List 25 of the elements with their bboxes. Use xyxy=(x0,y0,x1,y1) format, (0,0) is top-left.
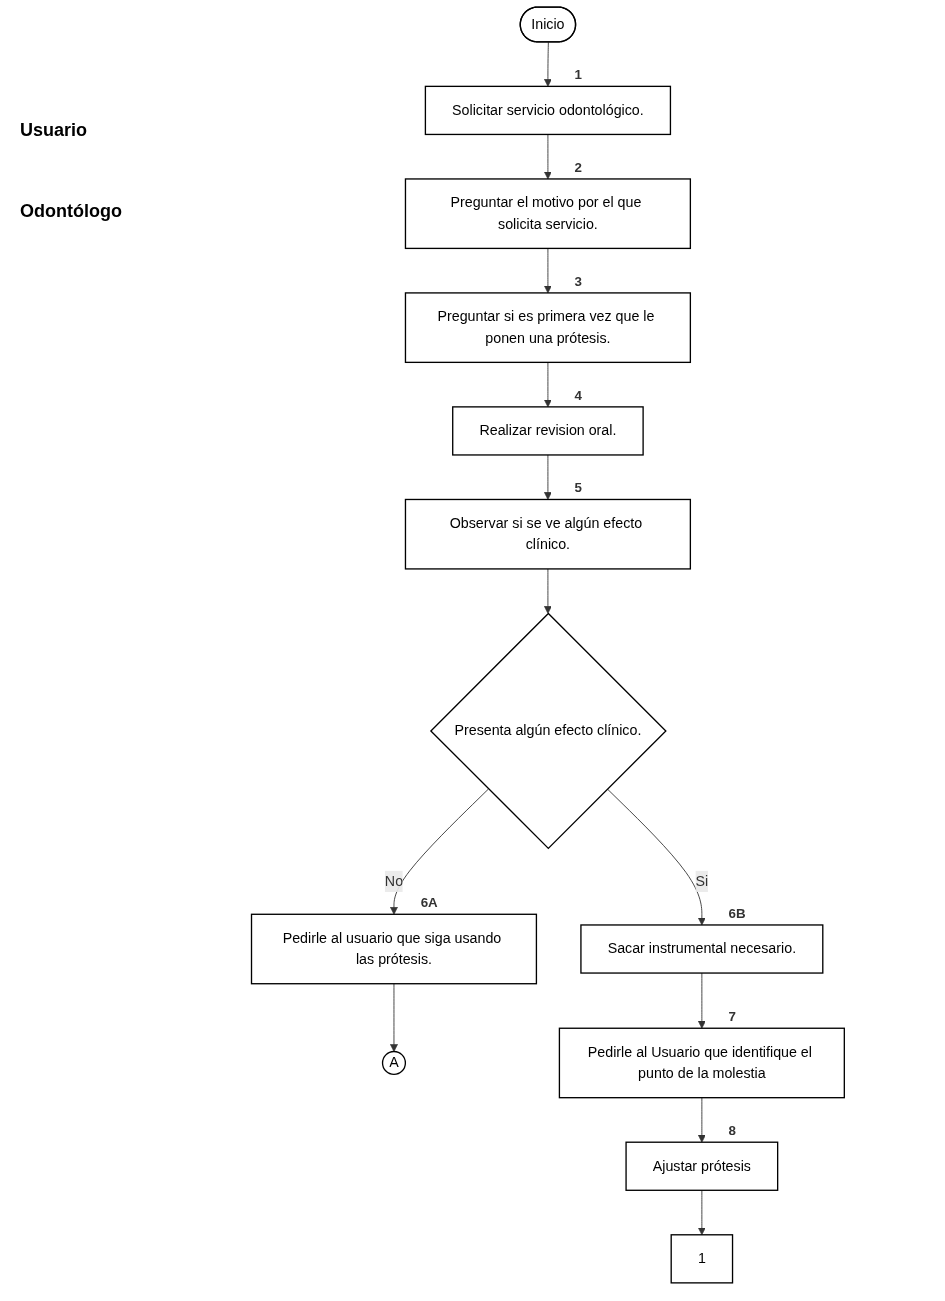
node-box: Solicitar servicio odontológico. xyxy=(424,85,671,136)
step-number: 1 xyxy=(574,67,582,83)
node-diamond: Presenta algún efecto clínico. xyxy=(429,612,667,850)
node-box: Pedirle al usuario que siga usando las prótesis. xyxy=(250,913,537,985)
node-box: Observar si se ve algún efecto clínico. xyxy=(404,498,691,570)
node-box: Pedirle al Usuario que identifique el punto de la molestia xyxy=(558,1027,845,1099)
role-label: Usuario xyxy=(20,120,89,141)
node-box: 1 xyxy=(670,1234,733,1284)
node-box: Preguntar si es primera vez que le ponen una prótesis. xyxy=(404,292,691,364)
node-circle: A xyxy=(381,1050,406,1076)
step-number: 5 xyxy=(574,480,582,496)
step-number: 2 xyxy=(574,159,582,175)
step-number: 3 xyxy=(574,273,582,289)
step-number: 4 xyxy=(574,387,582,403)
node-box: Realizar revision oral. xyxy=(451,406,644,456)
step-number: 6A xyxy=(420,895,438,911)
edge-label: No xyxy=(384,873,403,889)
step-number: 7 xyxy=(728,1009,736,1025)
role-label: Odontólogo xyxy=(20,201,123,222)
node-box: Sacar instrumental necesario. xyxy=(579,924,824,974)
edge-label: Si xyxy=(695,873,708,889)
step-number: 6B xyxy=(728,905,746,921)
node-box: Ajustar prótesis xyxy=(625,1141,778,1191)
node-box: Preguntar el motivo por el que solicita servicio. xyxy=(404,178,691,250)
step-number: 8 xyxy=(728,1123,736,1139)
